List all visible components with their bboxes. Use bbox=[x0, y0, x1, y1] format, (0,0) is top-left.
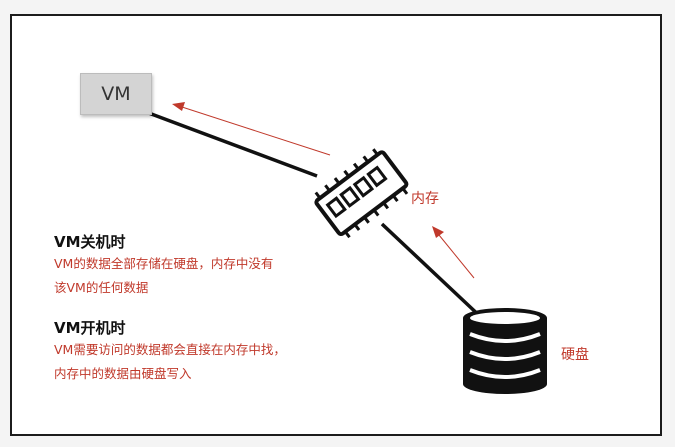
vm-memory-link bbox=[137, 107, 318, 178]
shutdown-line-2: 该VM的任何数据 bbox=[54, 280, 149, 295]
startup-line-2: 内存中的数据由硬盘写入 bbox=[54, 366, 192, 381]
shutdown-line-1: VM的数据全部存储在硬盘，内存中没有 bbox=[54, 256, 274, 271]
disk-label: 硬盘 bbox=[561, 347, 589, 363]
memory-icon bbox=[314, 148, 409, 239]
memory-label: 内存 bbox=[411, 191, 439, 207]
startup-section: VM开机时 VM需要访问的数据都会直接在内存中找， 内存中的数据由硬盘写入 bbox=[54, 318, 286, 386]
memory-disk-link bbox=[380, 222, 486, 322]
shutdown-heading: VM关机时 bbox=[54, 233, 126, 251]
vm-node: VM bbox=[80, 73, 152, 115]
shutdown-section: VM关机时 VM的数据全部存储在硬盘，内存中没有 该VM的任何数据 bbox=[54, 232, 273, 300]
memory-to-vm-arrow bbox=[172, 102, 331, 156]
connection-diagram bbox=[137, 102, 547, 394]
disk-icon bbox=[463, 308, 547, 394]
disk-to-memory-arrow bbox=[432, 226, 475, 279]
startup-heading: VM开机时 bbox=[54, 319, 126, 337]
startup-line-1: VM需要访问的数据都会直接在内存中找， bbox=[54, 342, 286, 357]
diagram-slide: VM 内存 硬盘 VM关机时 VM的数据全部存储在硬盘，内存中没有 该VM的任何… bbox=[10, 14, 662, 436]
